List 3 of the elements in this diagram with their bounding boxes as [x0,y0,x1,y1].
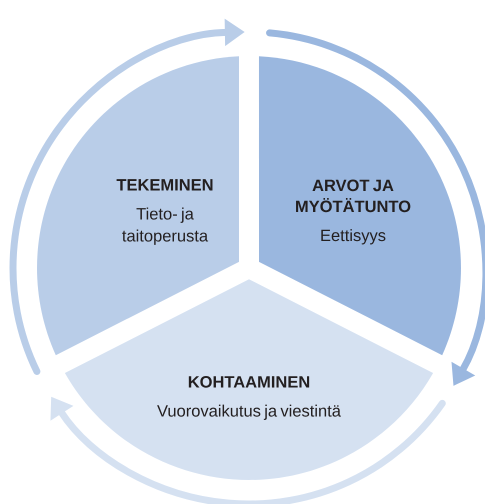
pie-sector: ARVOT JA MYÖTÄTUNTO Eettisyys [258,56,461,356]
pie-sector: TEKEMINEN Tieto- ja taitoperusta [37,56,240,356]
pie-sector: KOHTAAMINEN Vuorovaikutus ja viestintä [64,279,434,480]
